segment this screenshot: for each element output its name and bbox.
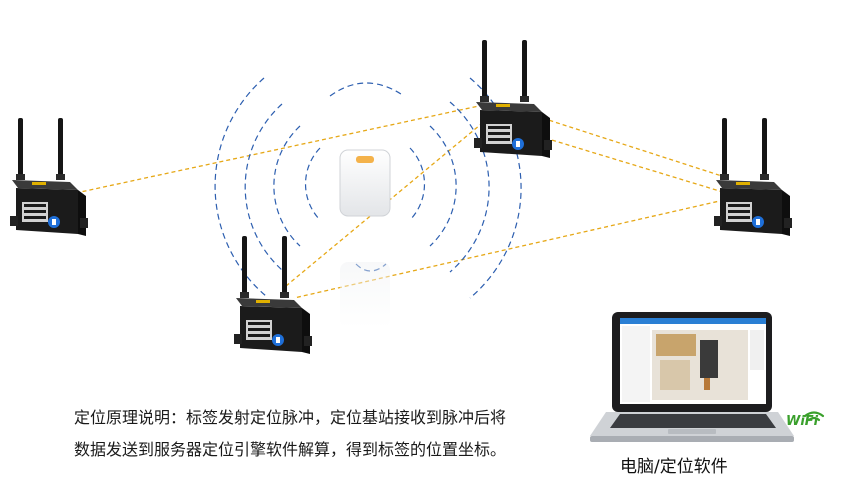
link-line-top-right xyxy=(535,115,729,179)
anchor-station-bottom xyxy=(234,236,312,354)
anchor-station-top xyxy=(474,40,552,158)
laptop xyxy=(590,312,794,442)
wifi-label: WiFi xyxy=(786,414,819,429)
caption-line-2: 数据发送到服务器定位引擎软件解算，得到标签的位置坐标。 xyxy=(74,440,507,459)
anchor-station-left xyxy=(10,118,88,236)
positioning-tag xyxy=(339,149,391,217)
link-lines xyxy=(61,103,737,299)
anchor-station-right xyxy=(714,118,792,236)
tag-reflection xyxy=(340,262,390,328)
wifi-icon xyxy=(803,411,825,422)
link-line-left-top xyxy=(61,103,489,197)
laptop-label: 电脑/定位软件 xyxy=(620,457,728,477)
caption-line-1: 定位原理说明：标签发射定位脉冲，定位基站接收到脉冲后将 xyxy=(74,408,507,427)
link-line-top-right-lower xyxy=(531,133,737,197)
